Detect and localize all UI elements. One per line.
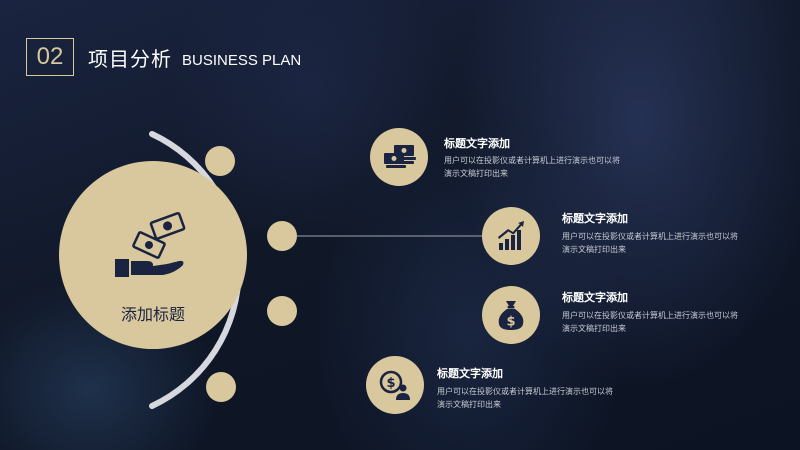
svg-text:$: $	[386, 376, 395, 391]
item-title: 标题文字添加	[562, 212, 628, 225]
item-description: 用户可以在投影仪或者计算机上进行演示也可以将演示文稿打印出来	[444, 156, 620, 178]
slide-header: 02 项目分析 BUSINESS PLAN	[26, 36, 301, 78]
money-hand-icon	[115, 211, 186, 277]
money-bag-icon: $	[498, 301, 524, 330]
item-icon-circle	[482, 207, 540, 265]
slide-subtitle: BUSINESS PLAN	[182, 51, 302, 69]
item-description: 用户可以在投影仪或者计算机上进行演示也可以将演示文稿打印出来	[562, 311, 738, 333]
item-description: 用户可以在投影仪或者计算机上进行演示也可以将演示文稿打印出来	[562, 232, 738, 254]
center-label: 添加标题	[120, 305, 185, 324]
dollar-person-icon: $	[379, 370, 410, 400]
center-circle: 添加标题	[59, 161, 247, 349]
arc-dot-1	[205, 146, 235, 176]
slide-title: 项目分析	[88, 46, 172, 71]
arc-dot-2	[267, 221, 297, 251]
growth-chart-icon	[498, 221, 524, 250]
item-icon-circle: $	[482, 286, 540, 344]
item-title: 标题文字添加	[437, 367, 503, 380]
item-icon-circle: $	[366, 356, 424, 414]
item-icon-circle	[370, 128, 428, 186]
item-title: 标题文字添加	[562, 291, 628, 304]
item-title: 标题文字添加	[444, 137, 510, 150]
arc-dot-3	[267, 296, 297, 326]
svg-text:$: $	[506, 315, 515, 330]
arc-dot-4	[206, 372, 236, 402]
cash-stack-icon	[384, 145, 416, 168]
section-number: 02	[26, 38, 74, 76]
item-description: 用户可以在投影仪或者计算机上进行演示也可以将演示文稿打印出来	[437, 387, 613, 409]
